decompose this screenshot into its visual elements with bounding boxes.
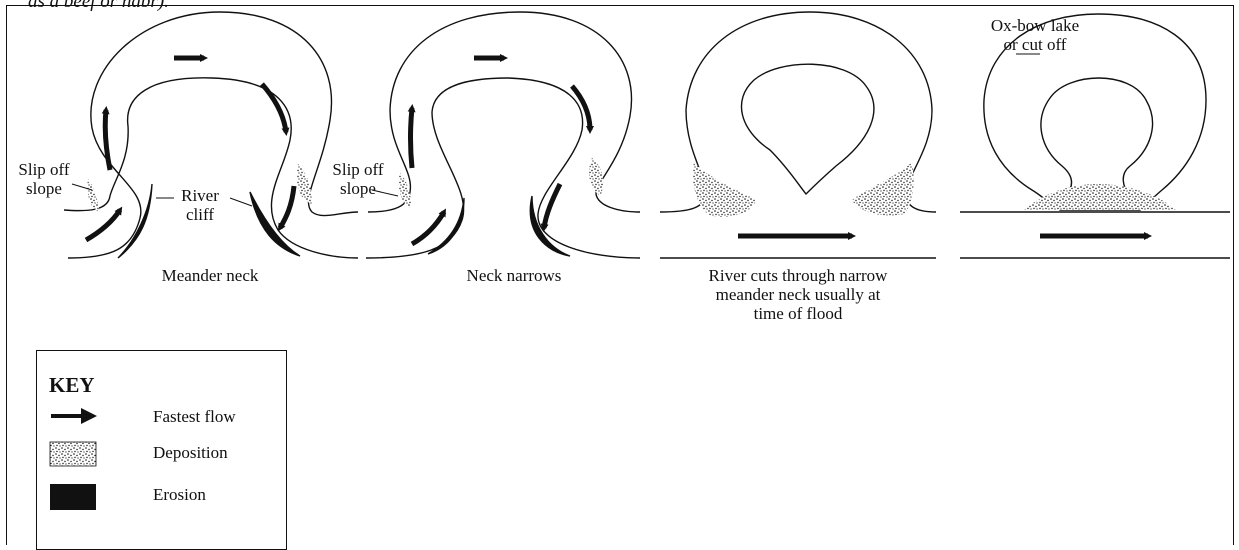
key-label: Deposition <box>153 443 228 463</box>
leader-river-cliff-right <box>230 198 252 206</box>
label-river-cliff: River cliff <box>168 186 232 224</box>
stage-1-deposition-left <box>88 178 100 212</box>
stage-3-cut-through <box>660 12 936 258</box>
key-label: Erosion <box>153 485 206 505</box>
erosion-solid-icon <box>49 483 99 511</box>
stage-1-deposition-right <box>297 164 312 204</box>
label-slip-off-slope-2: Slip off slope <box>320 160 396 198</box>
label-line: Slip off <box>320 160 396 179</box>
stage-4-deposition <box>1024 184 1176 210</box>
label-line: slope <box>4 179 84 198</box>
key-title: KEY <box>49 373 95 398</box>
stage-2-arrow-left <box>411 108 413 168</box>
label-line: River <box>168 186 232 205</box>
label-line: cliff <box>168 205 232 224</box>
stage-3-deposition-right <box>852 162 914 215</box>
stage-3-inner-loop <box>741 64 873 194</box>
label-oxbow-lake: Ox-bow lake or cut off <box>984 16 1086 54</box>
caption-river-cuts-through: River cuts through narrow meander neck u… <box>660 266 936 323</box>
caption-line: River cuts through narrow <box>660 266 936 285</box>
fastest-flow-arrow-icon <box>49 405 99 427</box>
stage-2-neck-narrows <box>366 12 640 258</box>
stage-2-arrow-upright <box>572 86 590 130</box>
stage-1-arrow-bottom <box>86 210 120 240</box>
stage-1-arrow-left <box>105 110 110 170</box>
key-legend: KEY Fastest flow Deposition <box>36 350 287 550</box>
stage-2-arrow-bottom <box>412 212 444 244</box>
key-label: Fastest flow <box>153 407 236 427</box>
label-slip-off-slope-1: Slip off slope <box>4 160 84 198</box>
stage-2-arrow-right <box>544 184 560 228</box>
stage-4-inner-bank <box>1041 78 1153 196</box>
stage-2-deposition-right <box>589 158 603 196</box>
label-line: Ox-bow lake <box>984 16 1086 35</box>
label-line: Slip off <box>4 160 84 179</box>
caption-neck-narrows: Neck narrows <box>424 266 604 285</box>
stage-1-arrow-right <box>280 186 294 228</box>
stage-2-flow-arrows <box>411 58 591 244</box>
label-line: or cut off <box>984 35 1086 54</box>
caption-meander-neck: Meander neck <box>120 266 300 285</box>
deposition-stipple-icon <box>49 441 99 467</box>
caption-line: time of flood <box>660 304 936 323</box>
stage-3-deposition-left <box>693 162 756 217</box>
stage-1-arrow-upright <box>262 84 286 132</box>
label-line: slope <box>320 179 396 198</box>
caption-line: meander neck usually at <box>660 285 936 304</box>
